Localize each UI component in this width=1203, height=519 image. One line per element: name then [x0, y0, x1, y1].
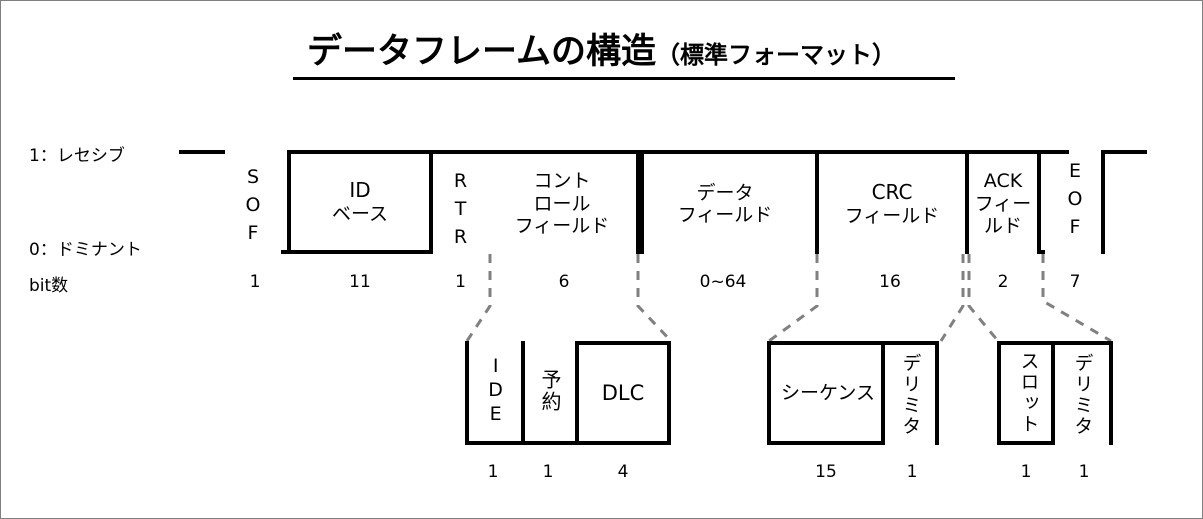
- label-recessive: 1：レセシブ: [29, 146, 125, 166]
- field-label-data-line1: データ: [696, 181, 754, 204]
- field-label-rtr-line1: R: [453, 170, 468, 192]
- bits-ide: 1: [487, 462, 499, 482]
- bits-ack-delimiter: 1: [1078, 462, 1090, 482]
- bits-sof: 1: [249, 272, 261, 292]
- field-label-id-base-line2: ベース: [331, 202, 389, 225]
- bits-slot: 1: [1020, 462, 1032, 482]
- bits-crc-delimiter: 1: [906, 462, 918, 482]
- bits-crc: 16: [879, 272, 901, 292]
- subfield-box-dlc[interactable]: DLC: [575, 341, 671, 445]
- field-box-sof-text: S O F: [225, 150, 281, 254]
- bits-control: 6: [558, 272, 570, 292]
- bits-rtr: 1: [455, 272, 466, 292]
- field-label-sof-line3: F: [247, 222, 259, 244]
- field-label-rtr-line3: R: [453, 226, 468, 248]
- field-label-crc-line2: フィールド: [844, 204, 940, 227]
- leader-control-left: [465, 254, 492, 342]
- field-label-control-line1: コント: [533, 170, 591, 193]
- field-label-id-base-line1: ID: [349, 178, 371, 202]
- page-title-main: データフレームの構造: [307, 32, 656, 72]
- subfield-label-crc-delimiter: デリミタ: [899, 353, 922, 437]
- bits-data: 0~64: [699, 272, 747, 292]
- bits-reserved: 1: [542, 462, 554, 482]
- subfield-label-reserved: 予約: [538, 369, 562, 413]
- field-label-sof-line1: S: [246, 166, 260, 188]
- page-title: データフレームの構造（標準フォーマット）: [1, 23, 1202, 74]
- field-box-control[interactable]: コント ロール フィールド: [488, 150, 640, 254]
- field-label-crc-line1: CRC: [871, 180, 913, 204]
- bits-sequence: 15: [815, 462, 837, 482]
- field-label-ack-line3: ルド: [983, 215, 1022, 238]
- leader-ack-left: [967, 254, 1000, 342]
- subfield-box-reserved[interactable]: 予約: [521, 341, 575, 445]
- subfield-label-slot: スロット: [1017, 351, 1040, 435]
- page-title-sub: （標準フォーマット）: [655, 41, 896, 69]
- bits-ack: 2: [997, 272, 1009, 292]
- subfield-label-dlc: DLC: [601, 380, 645, 405]
- label-bit-count: bit数: [29, 276, 69, 296]
- bits-eof: 7: [1069, 272, 1081, 292]
- leader-ack-right: [1041, 254, 1112, 343]
- field-label-control-line2: ロール: [533, 192, 591, 215]
- field-edge-rtr-left: [429, 150, 433, 254]
- bits-dlc: 4: [617, 462, 629, 482]
- field-label-control-line3: フィールド: [514, 215, 610, 238]
- field-box-data[interactable]: データ フィールド: [640, 150, 806, 254]
- subfield-label-ide: IDE: [484, 355, 507, 427]
- field-label-ack-line2: フィー: [974, 192, 1032, 215]
- leader-control-right: [636, 254, 673, 343]
- field-label-eof-line3: F: [1069, 216, 1081, 238]
- subfield-label-sequence: シーケンス: [780, 381, 876, 404]
- field-label-eof-line2: O: [1067, 188, 1083, 210]
- subfield-box-crc-delimiter[interactable]: デリミタ: [885, 341, 939, 445]
- subfield-label-ack-delimiter: デリミタ: [1071, 353, 1094, 437]
- field-label-eof-line1: E: [1068, 160, 1081, 182]
- subfield-edge-slot-right: [1051, 341, 1055, 445]
- waveform-recessive-trail: [1101, 150, 1147, 154]
- waveform-eof-right-edge: [1101, 150, 1105, 254]
- subfield-box-ide[interactable]: IDE: [465, 341, 521, 445]
- label-dominant: 0：ドミナント: [29, 240, 142, 260]
- field-box-crc[interactable]: CRC フィールド: [815, 150, 965, 254]
- subfield-box-ack-delimiter[interactable]: デリミタ: [1055, 341, 1113, 445]
- leader-crc-left: [768, 254, 819, 343]
- field-box-ack[interactable]: ACK フィー ルド: [965, 150, 1041, 254]
- title-underline: [293, 77, 955, 80]
- subfield-box-slot[interactable]: スロット: [997, 341, 1055, 445]
- field-label-data-line2: フィールド: [677, 204, 773, 226]
- field-box-eof[interactable]: E O F: [1049, 150, 1101, 254]
- subfield-box-sequence[interactable]: シーケンス: [767, 341, 885, 445]
- subfield-edge-sequence-right: [881, 341, 885, 445]
- bits-id-base: 11: [349, 272, 371, 292]
- waveform-recessive-gap-b: [1037, 150, 1069, 154]
- field-label-rtr-line2: T: [454, 198, 467, 220]
- leader-crc-right: [939, 254, 965, 342]
- field-label-ack-line1: ACK: [983, 170, 1023, 193]
- field-label-sof-line2: O: [245, 194, 261, 216]
- field-box-rtr[interactable]: R T R: [433, 150, 488, 254]
- field-box-id-base[interactable]: ID ベース: [287, 150, 433, 254]
- waveform-recessive-lead: [179, 150, 229, 154]
